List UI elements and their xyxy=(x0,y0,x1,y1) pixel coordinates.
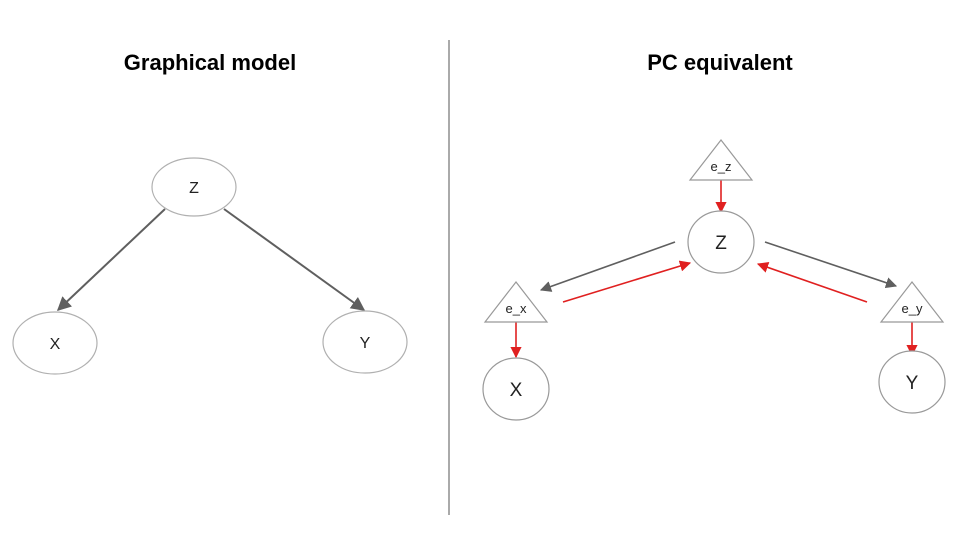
edge-z-to-e-y xyxy=(764,241,898,289)
node-z-pc xyxy=(687,210,755,274)
node-e-z-label: e_z xyxy=(711,159,732,174)
node-e-x xyxy=(483,281,549,323)
node-z-pc-label: Z xyxy=(715,233,727,254)
node-z xyxy=(151,157,237,217)
edge-e-y-to-z xyxy=(756,262,868,303)
node-z-label: Z xyxy=(189,180,199,197)
pc-equivalent-title: PC equivalent xyxy=(647,50,793,75)
node-y xyxy=(322,310,408,374)
node-e-x-label: e_x xyxy=(506,301,527,316)
node-e-y xyxy=(879,281,945,323)
edge-z-to-e-x xyxy=(539,241,676,292)
node-x-pc-label: X xyxy=(510,380,523,401)
node-x-pc xyxy=(482,357,550,421)
edge-z-to-y xyxy=(223,208,366,311)
edge-e-x-to-z xyxy=(562,260,692,303)
node-y-pc-label: Y xyxy=(906,373,919,394)
node-y-pc xyxy=(878,350,946,414)
graphical-model-diagram: Z X Y xyxy=(12,157,408,375)
pc-equivalent-diagram: e_z e_x e_y Z X Y xyxy=(482,139,946,421)
node-x-label: X xyxy=(50,336,61,353)
node-e-z xyxy=(688,139,754,181)
node-x xyxy=(12,311,98,375)
node-e-y-label: e_y xyxy=(902,301,923,316)
edge-z-to-x xyxy=(56,208,166,311)
node-y-label: Y xyxy=(360,335,371,352)
graphical-model-title: Graphical model xyxy=(123,50,297,75)
